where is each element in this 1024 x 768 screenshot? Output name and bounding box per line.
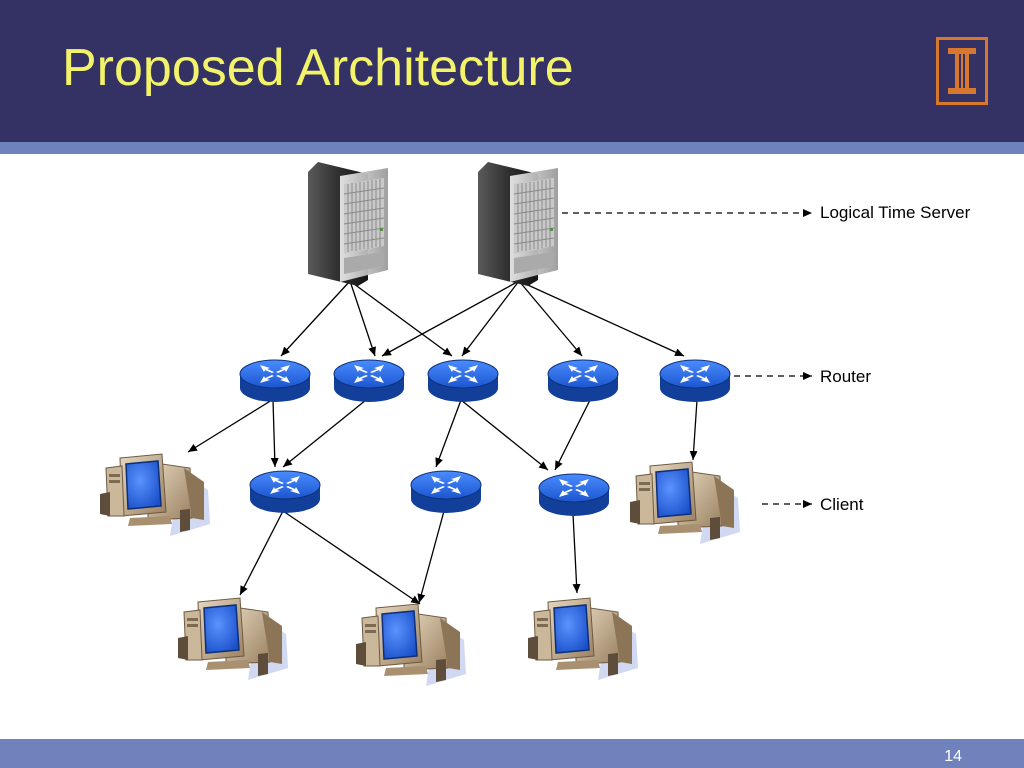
link-router6-client3 [239, 510, 284, 596]
router-4-icon [547, 359, 619, 403]
router-6-icon [249, 470, 321, 514]
page-number: 14 [944, 748, 962, 765]
link-router3-router8 [460, 399, 549, 471]
router-7-icon [410, 470, 482, 514]
router-1-icon [239, 359, 311, 403]
link-router4-router8 [554, 399, 591, 471]
client-1-icon [99, 453, 211, 537]
legend-label-router: Router [820, 367, 872, 386]
server-1-icon [307, 161, 389, 287]
link-server1-router3 [349, 280, 453, 357]
link-router5-client2 [689, 399, 698, 461]
link-server2-router5 [518, 280, 685, 357]
link-router1-client1 [187, 399, 273, 453]
client-5-icon [527, 597, 639, 681]
link-server1-router2 [349, 280, 376, 357]
client-3-icon [177, 597, 289, 681]
legend-arrows [562, 209, 812, 508]
server-2-icon [477, 161, 559, 287]
university-logo-icon [936, 37, 988, 105]
title-bar [0, 0, 1024, 142]
client-4-icon [355, 603, 467, 687]
link-router3-router7 [435, 399, 462, 468]
link-server2-router4 [518, 280, 583, 357]
link-router1-router6 [270, 399, 279, 468]
link-router6-client4 [282, 510, 421, 605]
client-2-icon [629, 461, 741, 545]
link-router8-client5 [572, 513, 581, 594]
router-2-icon [333, 359, 405, 403]
link-server2-router2 [381, 280, 520, 357]
link-server1-router1 [280, 280, 351, 357]
legend-label-client: Client [820, 495, 864, 514]
link-server2-router3 [461, 280, 520, 357]
footer-bar [0, 739, 1024, 768]
router-5-icon [659, 359, 731, 403]
slide-title: Proposed Architecture [62, 39, 574, 97]
legend-label-server: Logical Time Server [820, 203, 971, 222]
router-3-icon [427, 359, 499, 403]
link-router7-client4 [417, 510, 445, 604]
router-8-icon [538, 473, 610, 517]
header-stripe [0, 142, 1024, 154]
link-router2-router6 [282, 399, 367, 468]
network-links [187, 280, 698, 605]
